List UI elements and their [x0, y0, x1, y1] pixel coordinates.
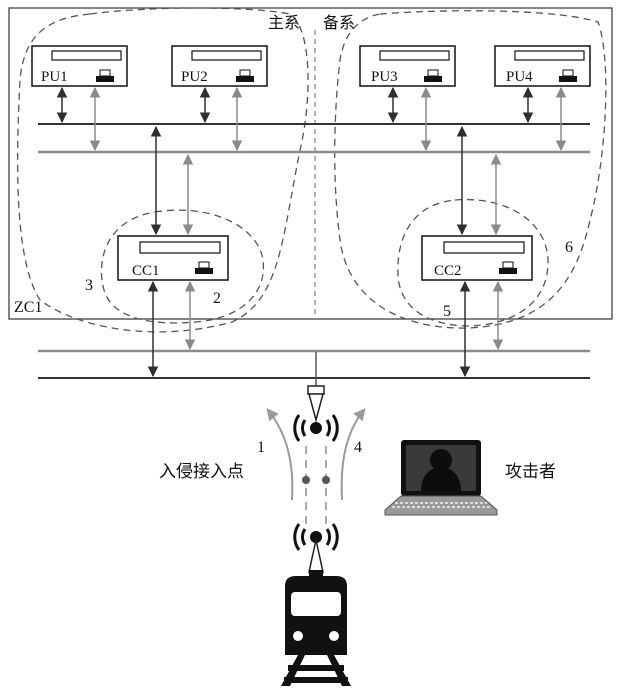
path-number-4: 4	[354, 439, 362, 456]
cc1-label: CC1	[132, 263, 160, 279]
train-icon	[281, 570, 351, 686]
region-number-2: 2	[213, 290, 221, 307]
path-number-1: 1	[257, 439, 265, 456]
pu2-label: PU2	[181, 69, 208, 85]
cc2-label: CC2	[434, 263, 462, 279]
cc1-unit: CC1	[118, 236, 228, 280]
attack-path-1-arrow	[268, 410, 292, 500]
pu2-unit: PU2	[172, 46, 267, 86]
pu3-label: PU3	[371, 69, 398, 85]
main-system-label: 主系	[268, 13, 300, 32]
pu4-unit: PU4	[495, 46, 590, 86]
zc1-label: ZC1	[14, 299, 42, 316]
laptop-hacker-icon	[385, 440, 497, 515]
pu1-label: PU1	[41, 69, 68, 85]
wireless-antenna-icon	[295, 386, 338, 441]
cc-bus-connectors	[153, 282, 498, 376]
region-number-6: 6	[565, 239, 573, 256]
region-number-5: 5	[443, 303, 451, 320]
attacker-label: 攻击者	[505, 462, 556, 482]
cc2-unit: CC2	[422, 236, 532, 280]
intrusion-point-label: 入侵接入点	[159, 462, 244, 482]
pu1-unit: PU1	[32, 46, 127, 86]
bus-cc-connectors	[156, 127, 496, 234]
pu3-unit: PU3	[360, 46, 455, 86]
pu4-label: PU4	[506, 69, 533, 85]
pu-bus-connectors	[62, 88, 561, 150]
backup-system-label: 备系	[323, 13, 355, 32]
wireless-link	[302, 446, 330, 525]
train-antenna-icon	[295, 524, 338, 572]
region-number-3: 3	[85, 277, 93, 294]
